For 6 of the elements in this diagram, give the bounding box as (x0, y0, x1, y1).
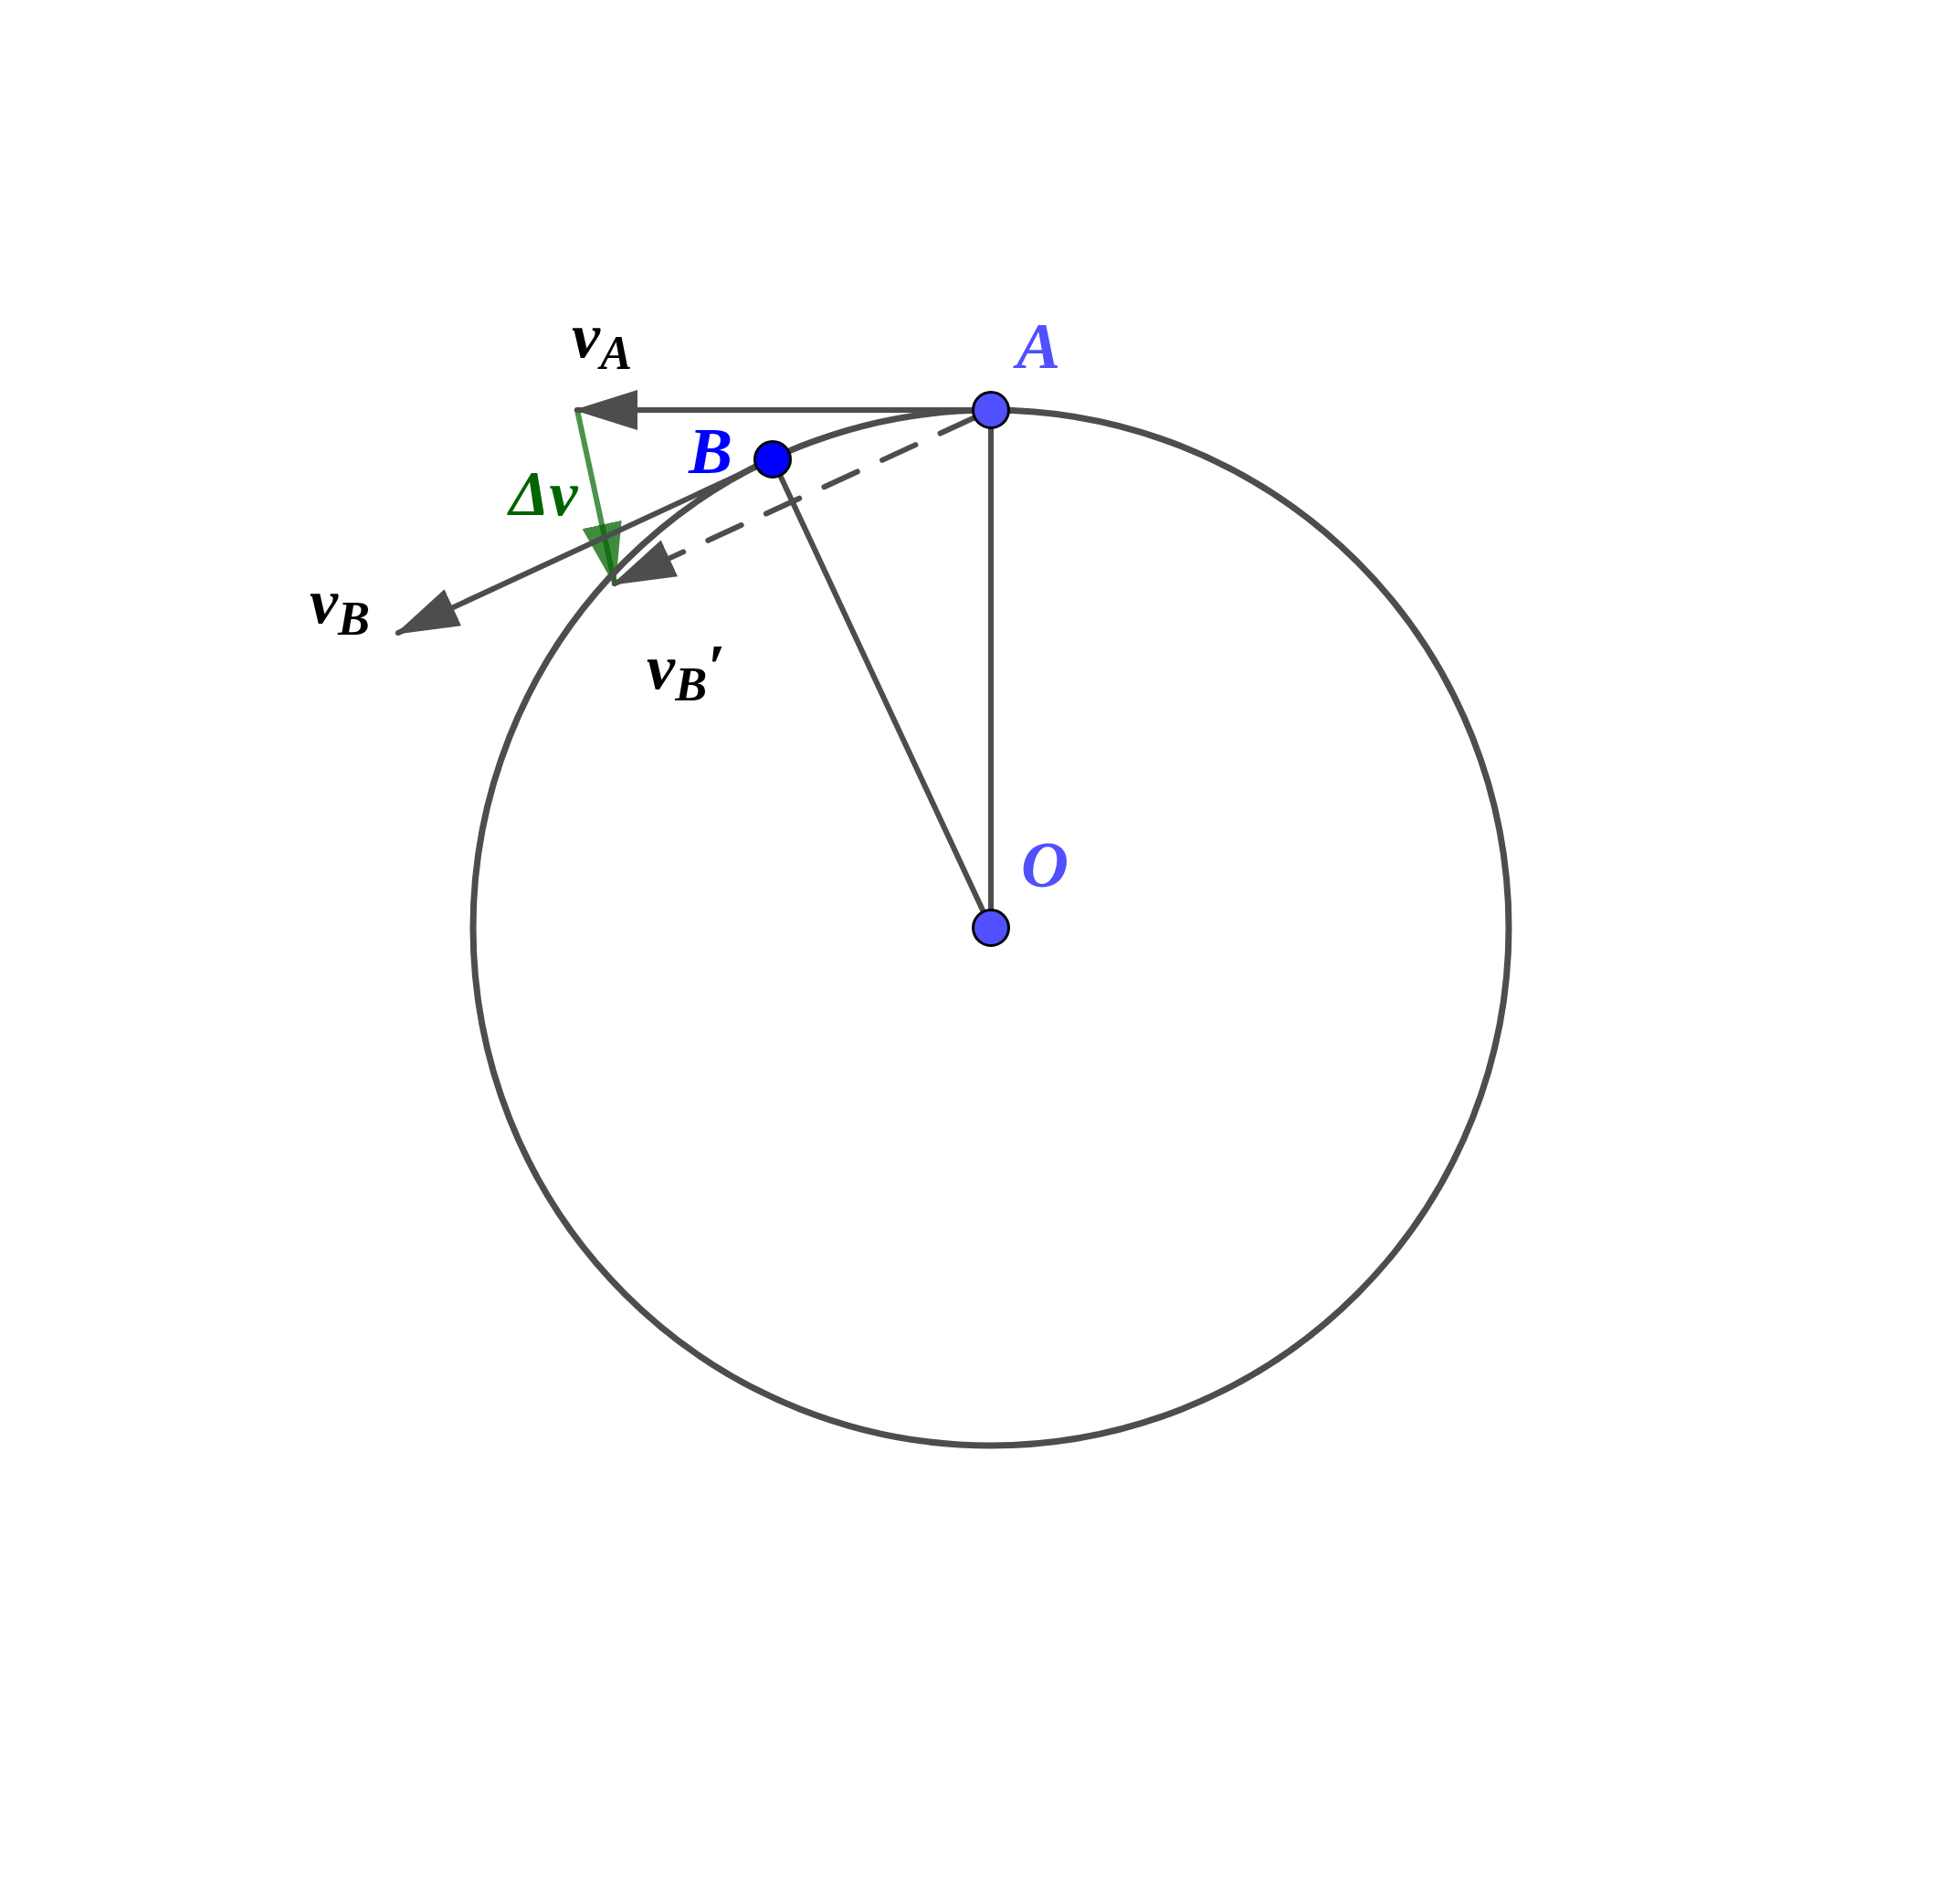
vector-label: v$_{B}$′ (647, 636, 725, 700)
vector-label: v$_{B}$ (309, 570, 371, 634)
vector-label: Δv (509, 462, 578, 526)
point-label: B (689, 418, 732, 484)
point-label: O (1021, 832, 1069, 898)
vector-label: v$_{A}$ (571, 304, 633, 368)
